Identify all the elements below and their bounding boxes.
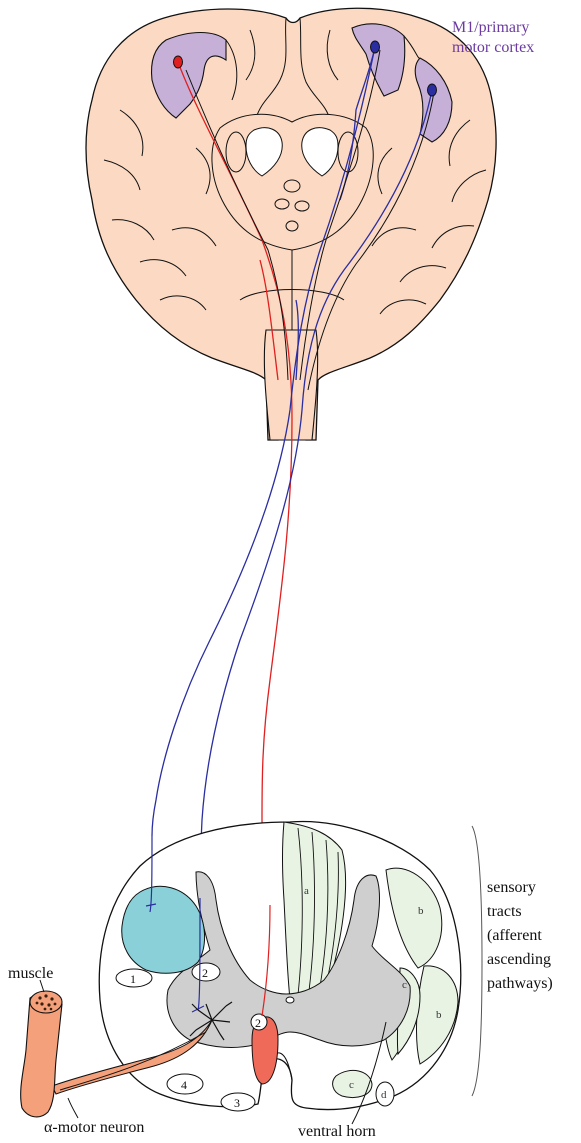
- red-neuron-soma: [174, 56, 183, 68]
- tract-3-label: 3: [234, 1096, 240, 1110]
- thalamus-blob-1: [284, 180, 300, 192]
- ventral-horn-label: ventral horn: [298, 1123, 376, 1138]
- sensory-label-line5: pathways): [487, 975, 553, 992]
- spinal-cord-section: [99, 822, 460, 1111]
- sensory-label-line3: (afferent: [487, 927, 542, 944]
- sensory-label-line2: tracts: [487, 903, 522, 920]
- blue-neuron-soma-1: [371, 41, 380, 53]
- sensory-bracket: [472, 826, 482, 1096]
- tract-4-label: 4: [181, 1078, 187, 1092]
- motor-neuron-label: α-motor neuron: [44, 1119, 144, 1136]
- central-canal: [286, 997, 294, 1003]
- thalamus-blob-2: [275, 199, 289, 209]
- sensory-label-line4: ascending: [487, 951, 551, 968]
- tract-d-label: d: [381, 1089, 387, 1101]
- cortex-label-line1: M1/primary: [452, 19, 529, 36]
- tract-2-upper-label: 2: [202, 966, 208, 980]
- blue-neuron-soma-2: [428, 84, 437, 96]
- cortex-label-line2: motor cortex: [452, 39, 534, 56]
- tract-c-upper-label: c: [402, 979, 407, 991]
- tract-b-upper-label: b: [418, 905, 424, 917]
- thalamus-blob-4: [286, 221, 298, 231]
- muscle: [21, 991, 62, 1117]
- thalamus-blob-3: [295, 201, 309, 211]
- muscle-label: muscle: [8, 965, 53, 982]
- tract-c-lower-label: c: [349, 1079, 354, 1091]
- tract-a-label: a: [304, 885, 309, 897]
- tract-1-label: 1: [130, 972, 136, 986]
- left-caudate: [226, 132, 246, 172]
- tract-2-lower-label: 2: [255, 1016, 261, 1030]
- sensory-label-line1: sensory: [487, 879, 536, 896]
- tract-b-lower-label: b: [436, 1009, 442, 1021]
